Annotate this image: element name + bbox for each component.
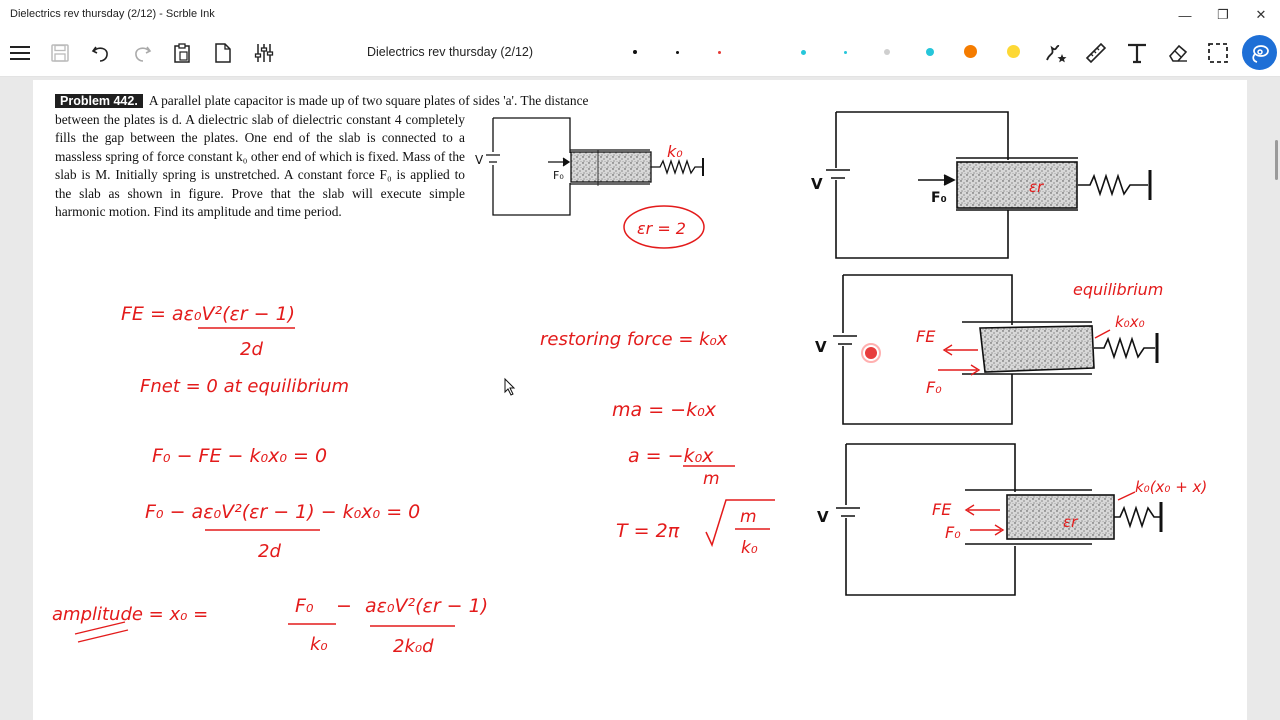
- settings-button[interactable]: [248, 37, 280, 69]
- paste-button[interactable]: [166, 37, 198, 69]
- pen-color-cyan[interactable]: [801, 50, 806, 55]
- hamburger-icon: [10, 46, 30, 60]
- highlighter-orange[interactable]: [964, 45, 977, 58]
- close-button[interactable]: ✕: [1255, 7, 1267, 22]
- pen-color-red[interactable]: [718, 51, 721, 54]
- ruler-icon: [1085, 42, 1107, 64]
- minimize-button[interactable]: —: [1178, 7, 1192, 23]
- problem-label: Problem 442.: [55, 94, 143, 108]
- ruler-button[interactable]: [1080, 37, 1112, 69]
- lasso-icon: [1251, 44, 1269, 63]
- page-icon: [215, 43, 231, 63]
- vertical-scrollbar[interactable]: [1275, 140, 1278, 180]
- problem-first-line: A parallel plate capacitor is made up of…: [148, 93, 589, 108]
- magic-pen-icon: [1046, 45, 1067, 63]
- save-icon: [51, 44, 69, 62]
- save-button[interactable]: [44, 37, 76, 69]
- pen-color-black[interactable]: [633, 50, 637, 54]
- problem-statement: Problem 442. A parallel plate capacitor i…: [55, 92, 715, 222]
- text-icon: [1128, 43, 1146, 64]
- pen-color-cyan-fine[interactable]: [844, 51, 847, 54]
- selection-icon: [1208, 43, 1228, 63]
- toolbar: Dielectrics rev thursday (2/12): [0, 30, 1280, 77]
- shape-tool-button[interactable]: [1041, 37, 1073, 69]
- pen-color-cyan-bold[interactable]: [926, 48, 934, 56]
- sliders-icon: [254, 44, 274, 62]
- eraser-button[interactable]: [1162, 37, 1194, 69]
- highlighter-yellow[interactable]: [1007, 45, 1020, 58]
- problem-body: between the plates is d. A dielectric sl…: [55, 111, 465, 220]
- clipboard-icon: [174, 43, 190, 63]
- eraser-icon: [1169, 44, 1188, 62]
- selection-button[interactable]: [1202, 37, 1234, 69]
- pen-color-black-fine[interactable]: [676, 51, 679, 54]
- new-page-button[interactable]: [207, 37, 239, 69]
- lasso-mode-button[interactable]: [1242, 35, 1277, 70]
- menu-button[interactable]: [4, 37, 36, 69]
- pen-color-gray[interactable]: [884, 49, 890, 55]
- redo-icon: [135, 46, 152, 62]
- maximize-button[interactable]: ❐: [1217, 7, 1229, 22]
- redo-button[interactable]: [126, 37, 158, 69]
- undo-icon: [91, 46, 108, 62]
- title-bar: Dielectrics rev thursday (2/12) - Scrble…: [0, 0, 1280, 30]
- undo-button[interactable]: [85, 37, 117, 69]
- text-tool-button[interactable]: [1121, 37, 1153, 69]
- window-title: Dielectrics rev thursday (2/12) - Scrble…: [10, 8, 215, 20]
- document-title: Dielectrics rev thursday (2/12): [366, 45, 534, 59]
